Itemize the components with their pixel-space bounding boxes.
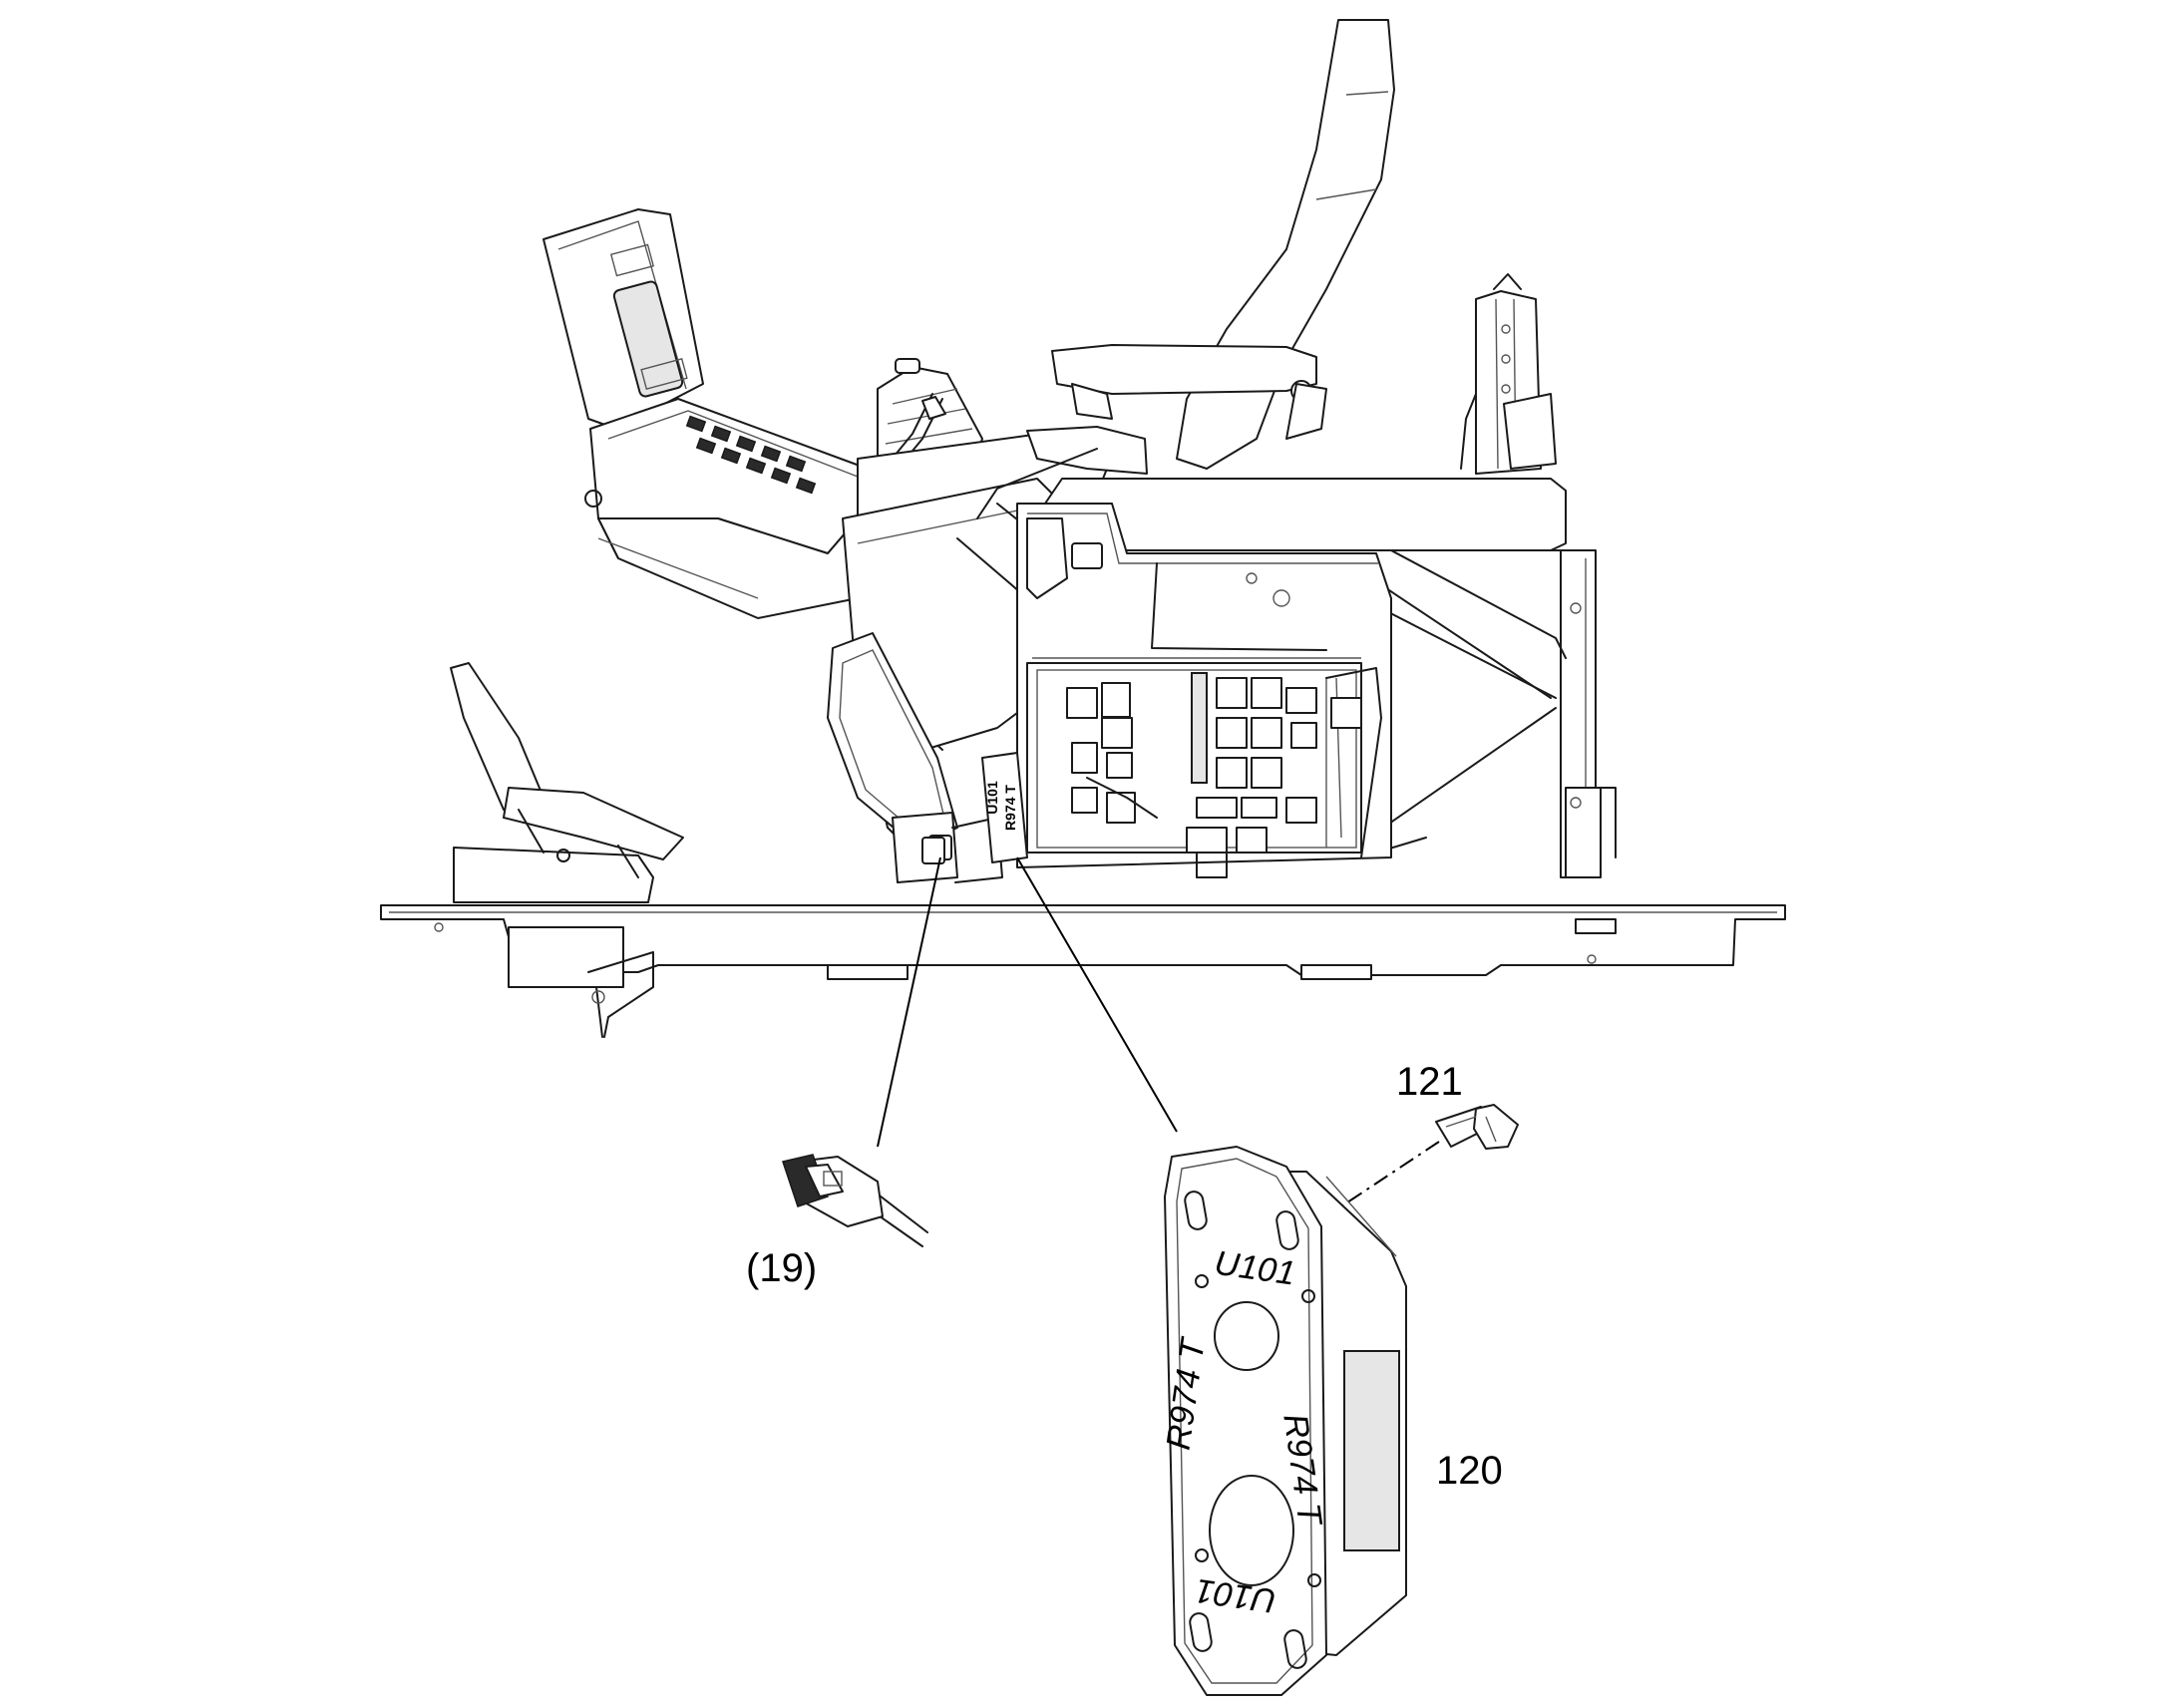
operator-station-assembly: U101 R974 T <box>380 19 1786 1038</box>
seat <box>1051 19 1395 470</box>
foot-pedal <box>450 662 684 903</box>
floor-plate <box>380 904 1786 1038</box>
callout-screw: 121 <box>1396 1060 1463 1104</box>
seat-suspension <box>1460 273 1557 475</box>
callout-connector: (19) <box>746 1246 817 1290</box>
circuit-board <box>1026 662 1362 854</box>
control-module: U101 U101 R974 T R974 T <box>1160 1146 1407 1696</box>
connector-plug <box>782 1154 928 1247</box>
keypad <box>685 415 817 495</box>
mounted-module: U101 R974 T <box>921 752 1028 864</box>
mounted-module-id: U101 <box>984 781 1000 815</box>
leader-line-module <box>1016 856 1178 1133</box>
screw <box>1435 1104 1519 1150</box>
seat-frame <box>956 426 1617 878</box>
assembly-axis-line <box>1340 1141 1440 1207</box>
callout-module: 120 <box>1436 1449 1503 1493</box>
leader-line-connector <box>877 856 941 1148</box>
control-box <box>1016 503 1392 878</box>
mounted-module-code: R974 T <box>1002 785 1018 831</box>
left-console <box>543 208 869 619</box>
